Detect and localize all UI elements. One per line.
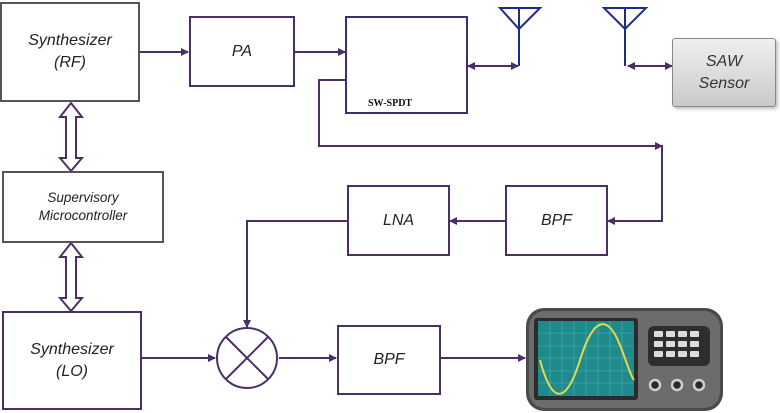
synthesizer-rf-block: Synthesizer (RF) bbox=[0, 2, 140, 102]
antenna-icon bbox=[601, 7, 649, 66]
oscilloscope-icon bbox=[526, 308, 723, 411]
supervisory-microcontroller-block: Supervisory Microcontroller bbox=[2, 171, 164, 243]
saw-sensor-block: SAW Sensor bbox=[672, 38, 776, 107]
synthesizer-lo-block: Synthesizer (LO) bbox=[2, 311, 142, 410]
supervisory-microcontroller-label: Supervisory Microcontroller bbox=[38, 189, 128, 223]
arrow-lna-to-mixer bbox=[243, 220, 347, 328]
pa-block: PA bbox=[189, 16, 295, 87]
switch-block bbox=[345, 16, 468, 114]
lna-block: LNA bbox=[347, 185, 450, 256]
synthesizer-lo-label: Synthesizer (LO) bbox=[30, 340, 114, 380]
switch-label: SW-SPDT bbox=[368, 98, 413, 109]
if-bpf-label: BPF bbox=[373, 351, 405, 369]
wire-switch-to-rx-bpf bbox=[318, 79, 663, 225]
lna-label: LNA bbox=[382, 211, 415, 229]
bus-arrow-lower bbox=[57, 241, 85, 313]
pa-label: PA bbox=[231, 42, 253, 60]
bus-arrow-upper bbox=[57, 101, 85, 173]
if-bpf-block: BPF bbox=[337, 325, 441, 395]
rx-bpf-label: BPF bbox=[540, 211, 573, 229]
saw-sensor-label: SAW Sensor bbox=[698, 52, 750, 92]
synthesizer-rf-label: Synthesizer (RF) bbox=[28, 32, 112, 71]
rx-bpf-block: BPF bbox=[505, 185, 608, 256]
mixer-icon bbox=[216, 327, 278, 389]
antenna-icon bbox=[497, 7, 543, 66]
